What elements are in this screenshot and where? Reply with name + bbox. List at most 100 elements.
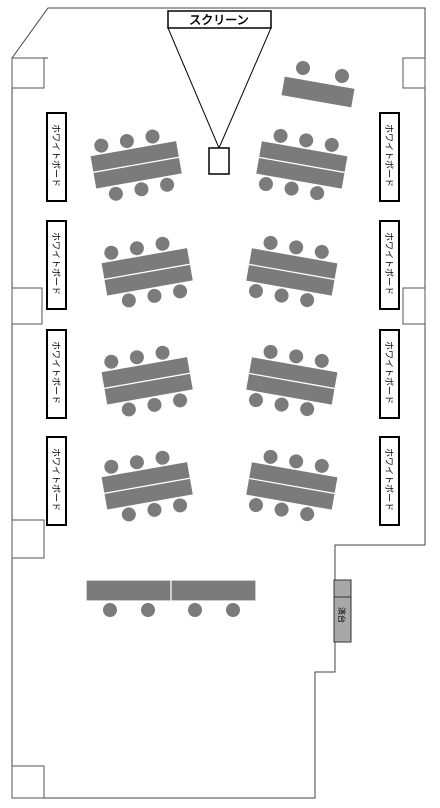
whiteboard-label: ホワイトボード	[50, 448, 61, 511]
chair	[263, 449, 278, 464]
whiteboard-left-3: ホワイトボード	[46, 329, 67, 419]
chair	[226, 603, 240, 617]
whiteboard-label: ホワイトボード	[383, 232, 394, 295]
whiteboard-label: ホワイトボード	[383, 341, 394, 404]
screen: スクリーン	[167, 10, 272, 175]
pillar	[11, 57, 45, 89]
desk	[85, 579, 172, 602]
lectern: 演台	[333, 579, 352, 643]
chair	[129, 350, 144, 365]
desk	[103, 263, 195, 297]
chair	[300, 402, 315, 417]
chair	[324, 137, 339, 152]
chair	[296, 61, 310, 75]
front-table	[85, 579, 257, 617]
desk	[244, 477, 336, 512]
chair	[94, 138, 109, 153]
whiteboard-right-4: ホワイトボード	[379, 436, 400, 526]
chair	[104, 459, 119, 474]
whiteboard-label: ホワイトボード	[50, 232, 61, 295]
chair	[155, 450, 170, 465]
chair	[141, 603, 155, 617]
screen-label: スクリーン	[189, 13, 248, 27]
desk-group-right-3	[244, 344, 339, 417]
desk-group-left-4	[100, 450, 195, 522]
desk-group-right-1	[254, 128, 349, 201]
chair	[314, 353, 329, 368]
chair	[173, 284, 188, 299]
chair	[248, 393, 263, 408]
desk-group-right-4	[244, 449, 339, 522]
desk-group-left-1	[89, 129, 184, 201]
chair	[335, 69, 349, 83]
chair	[121, 507, 136, 522]
chair	[147, 397, 162, 412]
chair	[155, 236, 170, 251]
chair	[188, 603, 202, 617]
whiteboard-right-2: ホワイトボード	[379, 220, 400, 310]
chair	[147, 502, 162, 517]
chair	[273, 128, 288, 143]
desk-group-left-3	[100, 345, 195, 417]
desk-group-left-2	[100, 236, 195, 308]
whiteboard-label: ホワイトボード	[383, 124, 394, 187]
whiteboard-right-1: ホワイトボード	[379, 112, 400, 202]
chair	[155, 345, 170, 360]
chair	[263, 344, 278, 359]
chair	[121, 293, 136, 308]
chair	[104, 354, 119, 369]
chair	[129, 241, 144, 256]
chair	[310, 186, 325, 201]
chair	[299, 133, 314, 148]
pillar	[402, 57, 426, 89]
chair	[289, 240, 304, 255]
chair	[284, 181, 299, 196]
desk	[170, 579, 257, 602]
chair	[147, 288, 162, 303]
chair	[145, 129, 160, 144]
chair	[314, 458, 329, 473]
lectern-body	[333, 579, 352, 643]
desk	[103, 372, 195, 406]
whiteboard-left-1: ホワイトボード	[46, 112, 67, 202]
chair	[263, 235, 278, 250]
chair	[289, 349, 304, 364]
chair	[300, 293, 315, 308]
chair	[300, 507, 315, 522]
whiteboard-left-4: ホワイトボード	[46, 436, 67, 526]
desk	[103, 477, 195, 511]
desk-group-top-right	[280, 61, 356, 109]
whiteboard-right-3: ホワイトボード	[379, 329, 400, 419]
chair	[248, 284, 263, 299]
projection-cone	[167, 27, 272, 150]
pillar	[402, 287, 426, 325]
chair	[104, 245, 119, 260]
chair	[134, 182, 149, 197]
chair	[103, 603, 117, 617]
chair	[173, 498, 188, 513]
whiteboard-left-2: ホワイトボード	[46, 220, 67, 310]
chair	[314, 244, 329, 259]
chair	[108, 186, 123, 201]
chair	[274, 397, 289, 412]
desk	[254, 156, 346, 191]
chair	[160, 177, 175, 192]
desk	[280, 75, 356, 109]
lectern-label: 演台	[337, 607, 347, 623]
desk-group-right-2	[244, 235, 339, 308]
desk	[244, 263, 336, 298]
chair	[248, 498, 263, 513]
chair	[129, 455, 144, 470]
pillar	[11, 287, 43, 325]
pillar	[11, 519, 45, 559]
projector	[208, 147, 230, 175]
chair	[274, 288, 289, 303]
chair	[289, 454, 304, 469]
whiteboard-label: ホワイトボード	[383, 448, 394, 511]
chair	[119, 134, 134, 149]
room-wall	[11, 7, 426, 799]
chair	[258, 177, 273, 192]
pillar	[11, 765, 45, 799]
whiteboard-label: ホワイトボード	[50, 124, 61, 187]
